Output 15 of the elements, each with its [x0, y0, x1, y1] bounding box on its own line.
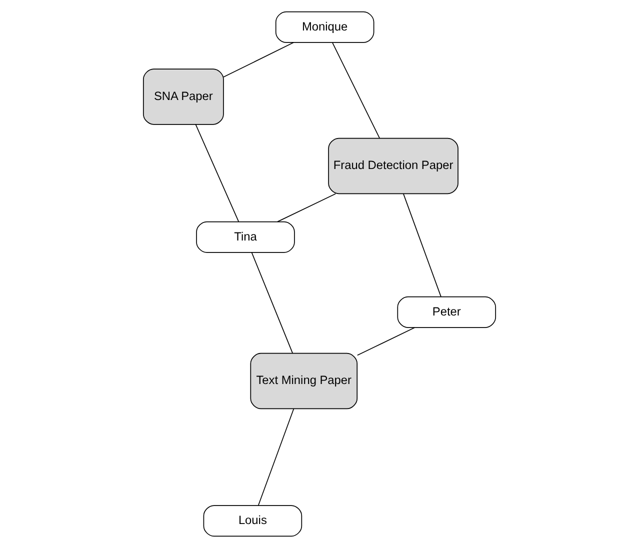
node-box: Monique [275, 11, 374, 43]
node-box: Fraud Detection Paper [328, 138, 458, 194]
connector [195, 124, 240, 222]
connector [356, 327, 415, 356]
connector [403, 193, 442, 298]
connector [332, 42, 380, 139]
node-box: Tina [196, 221, 295, 253]
node-box: SNA Paper [142, 68, 224, 125]
node-box: Peter [397, 296, 496, 328]
node-box: Text Mining Paper [250, 352, 358, 410]
node-box: Louis [203, 505, 302, 537]
connector [258, 408, 294, 506]
connector [223, 42, 294, 78]
connector [277, 193, 336, 222]
connector [251, 252, 294, 354]
